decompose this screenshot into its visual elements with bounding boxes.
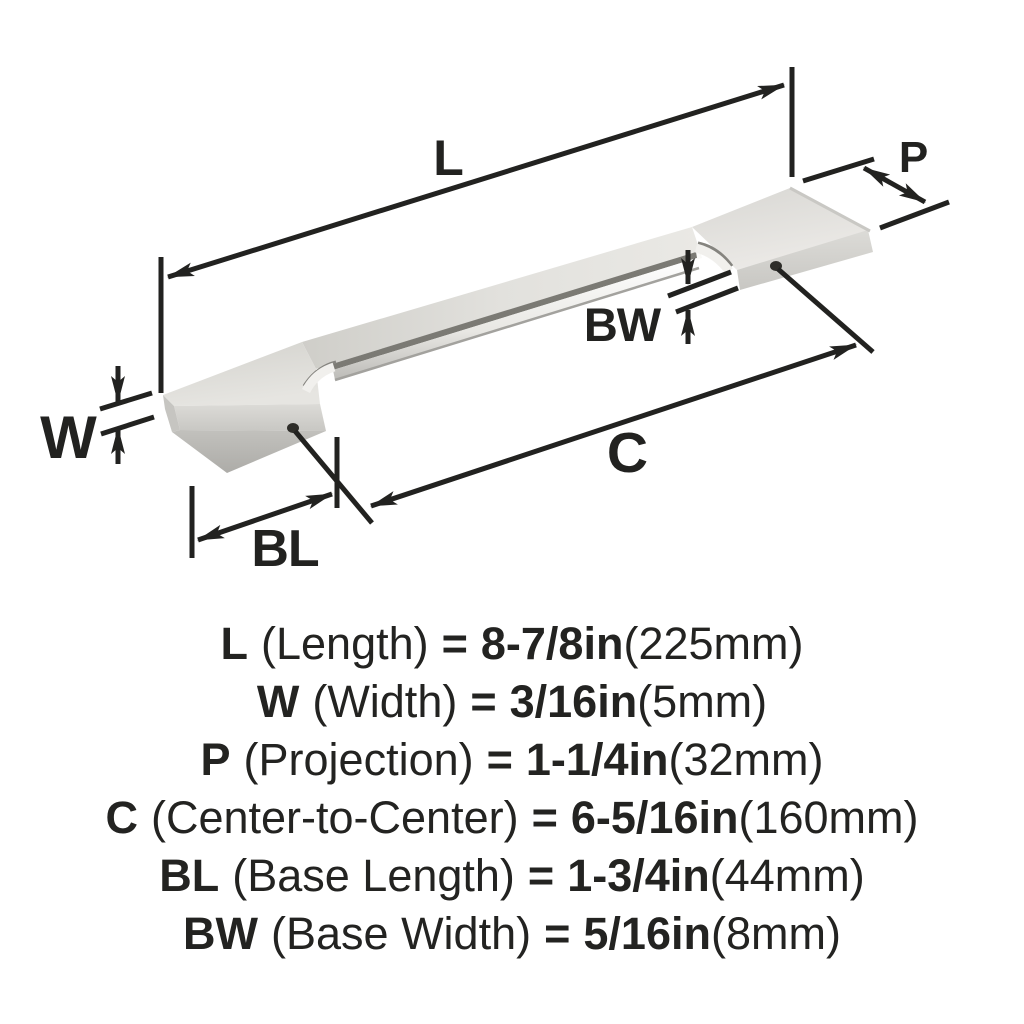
left-foot-front-face (174, 404, 326, 431)
spec-value: 3/16in(5mm) (510, 673, 768, 731)
spec-equals: = (531, 792, 558, 843)
spec-value-mm: (225mm) (623, 618, 804, 669)
spec-label: W (256, 676, 300, 727)
base-width-tick-lower (675, 285, 739, 315)
spec-value-mm: (5mm) (637, 676, 768, 727)
spec-value-inches: 1-3/4in (567, 850, 710, 901)
spec-value-mm: (32mm) (668, 734, 824, 785)
width-tick-lower (100, 414, 155, 437)
projection-tick-upper (802, 156, 875, 184)
projection-dimension-arrow (862, 165, 927, 205)
spec-name: (Base Length) (232, 850, 515, 901)
callout-width: W (40, 404, 97, 471)
callout-base-length: BL (251, 520, 319, 578)
spec-row-base-width: BW (Base Width) = 5/16in(8mm) (0, 905, 1024, 963)
callout-base-width: BW (584, 298, 662, 351)
center-leader-right (776, 267, 875, 354)
handle-bar-slot (332, 252, 697, 370)
base-width-tick-upper (667, 269, 732, 299)
spec-equals: = (486, 734, 513, 785)
left-foot-top-face (163, 342, 320, 406)
width-tick-upper (99, 390, 153, 412)
spec-label: BW (183, 908, 259, 959)
spec-label: C (105, 792, 138, 843)
spec-equals: = (544, 908, 571, 959)
spec-value: 6-5/16in(160mm) (571, 789, 919, 847)
spec-row-base-length: BL (Base Length) = 1-3/4in(44mm) (0, 847, 1024, 905)
pull-handle (163, 186, 873, 473)
left-foot-end-face (163, 395, 180, 432)
spec-value-inches: 6-5/16in (570, 792, 739, 843)
spec-row-center-to-center: C (Center-to-Center) = 6-5/16in(160mm) (0, 789, 1024, 847)
spec-value: 1-3/4in(44mm) (567, 847, 865, 905)
spec-row-length: L (Length) = 8-7/8in(225mm) (0, 615, 1024, 673)
spec-row-projection: P (Projection) = 1-1/4in(32mm) (0, 731, 1024, 789)
spec-name: (Center-to-Center) (150, 792, 519, 843)
spec-legend: L (Length) = 8-7/8in(225mm) W (Width) = … (0, 615, 1024, 963)
spec-equals: = (470, 676, 497, 727)
base-length-dimension-arrow (197, 491, 333, 543)
spec-value-inches: 3/16in (509, 676, 638, 727)
spec-value: 1-1/4in(32mm) (526, 731, 824, 789)
spec-label: BL (159, 850, 220, 901)
spec-value: 5/16in(8mm) (583, 905, 841, 963)
spec-value-mm: (160mm) (738, 792, 919, 843)
left-foot-bottom-face (172, 430, 326, 473)
spec-equals: = (441, 618, 468, 669)
dimension-annotations: L P BW C W BL (40, 67, 950, 578)
spec-value-inches: 8-7/8in (480, 618, 624, 669)
callout-projection: P (899, 133, 927, 182)
callout-length: L (433, 130, 463, 186)
spec-name: (Length) (261, 618, 429, 669)
spec-label: P (200, 734, 231, 785)
spec-value-inches: 1-1/4in (525, 734, 669, 785)
center-leader-left (293, 429, 374, 525)
callout-center-to-center: C (607, 421, 647, 485)
center-dimension-arrow (370, 342, 857, 509)
length-dimension-arrow (167, 82, 785, 280)
spec-equals: = (527, 850, 555, 901)
spec-value-mm: (8mm) (710, 908, 841, 959)
spec-value-mm: (44mm) (709, 850, 865, 901)
left-rod-bend (301, 362, 336, 394)
spec-label: L (220, 618, 249, 669)
spec-value-inches: 5/16in (583, 908, 711, 959)
spec-name: (Projection) (243, 734, 474, 785)
spec-name: (Width) (312, 676, 458, 727)
spec-name: (Base Width) (271, 908, 532, 959)
right-foot-edge-line (789, 186, 871, 233)
spec-value: 8-7/8in(225mm) (481, 615, 804, 673)
spec-row-width: W (Width) = 3/16in(5mm) (0, 673, 1024, 731)
projection-tick-lower (879, 199, 950, 231)
